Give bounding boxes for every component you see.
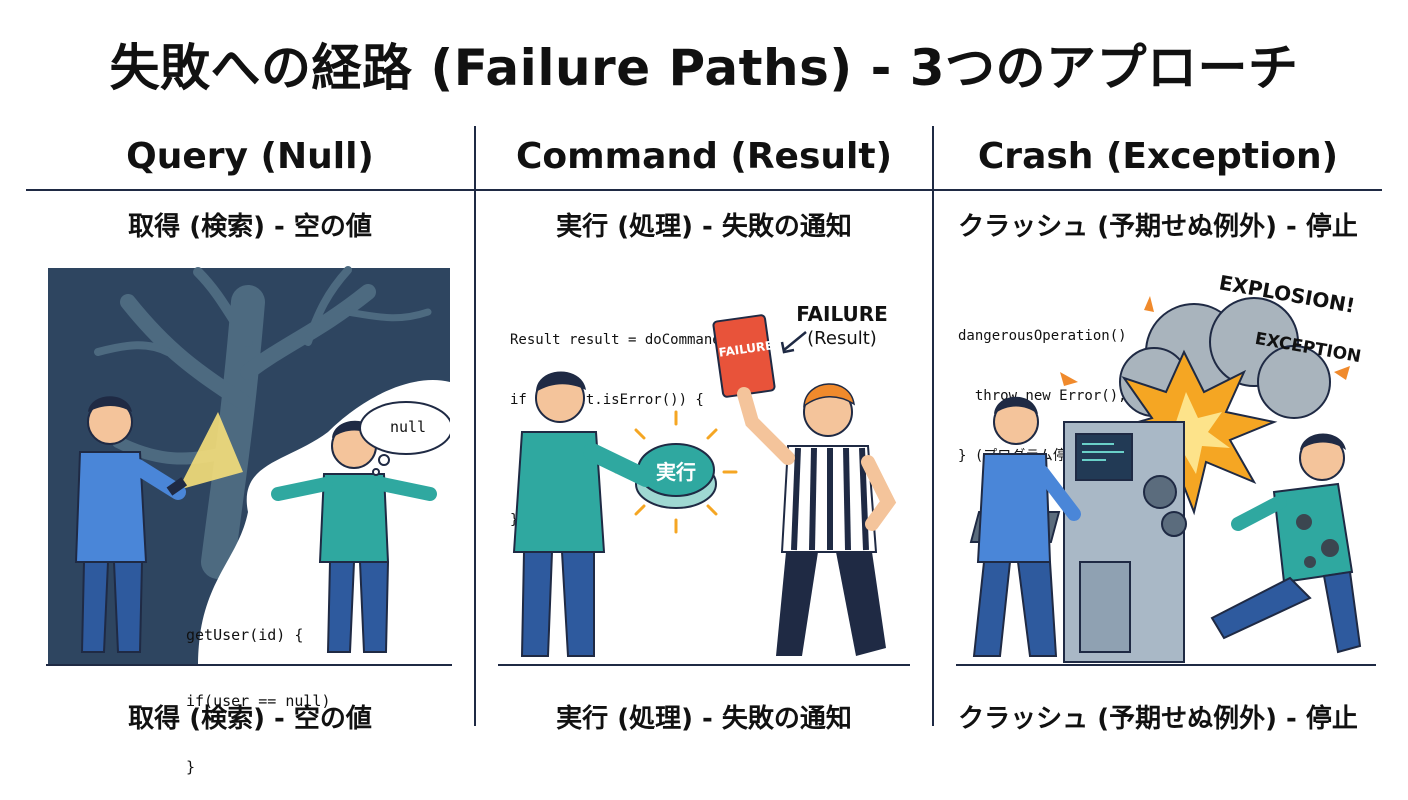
header-rule-3 — [934, 189, 1382, 191]
heading-crash: Crash (Exception) — [934, 136, 1382, 177]
footer-crash: クラッシュ (予期せぬ例外) - 停止 — [934, 698, 1382, 735]
operator-person — [974, 397, 1074, 656]
code-line: } — [186, 756, 331, 778]
header-rule-1 — [26, 189, 474, 191]
execute-button[interactable]: 実行 — [638, 456, 714, 485]
failure-label: FAILURE — [792, 302, 892, 326]
subtitle-crash: クラッシュ (予期せぬ例外) - 停止 — [934, 206, 1382, 243]
footer-query: 取得 (検索) - 空の値 — [26, 698, 474, 735]
heading-command: Command (Result) — [476, 136, 932, 177]
ground-line-2 — [498, 664, 910, 666]
referee-person — [744, 384, 888, 656]
crash-illustration — [954, 262, 1380, 666]
header-rule-2 — [476, 189, 932, 191]
page-title: 失敗への経路 (Failure Paths) - 3つのアプローチ — [0, 28, 1408, 100]
operator-person — [514, 371, 646, 656]
gear-icon — [1144, 476, 1176, 508]
footer-command: 実行 (処理) - 失敗の通知 — [476, 698, 932, 735]
code-line: getUser(id) { — [186, 624, 331, 646]
gear-icon — [1162, 512, 1186, 536]
subtitle-query: 取得 (検索) - 空の値 — [26, 206, 474, 243]
query-code: getUser(id) { if(user == null) } — [186, 580, 331, 800]
heading-query: Query (Null) — [26, 136, 474, 177]
failure-sub-label: (Result) — [792, 328, 892, 349]
bubble-null-text: null — [378, 418, 438, 436]
subtitle-command: 実行 (処理) - 失敗の通知 — [476, 206, 932, 243]
ground-line-3 — [956, 664, 1376, 666]
ground-line-1 — [46, 664, 452, 666]
